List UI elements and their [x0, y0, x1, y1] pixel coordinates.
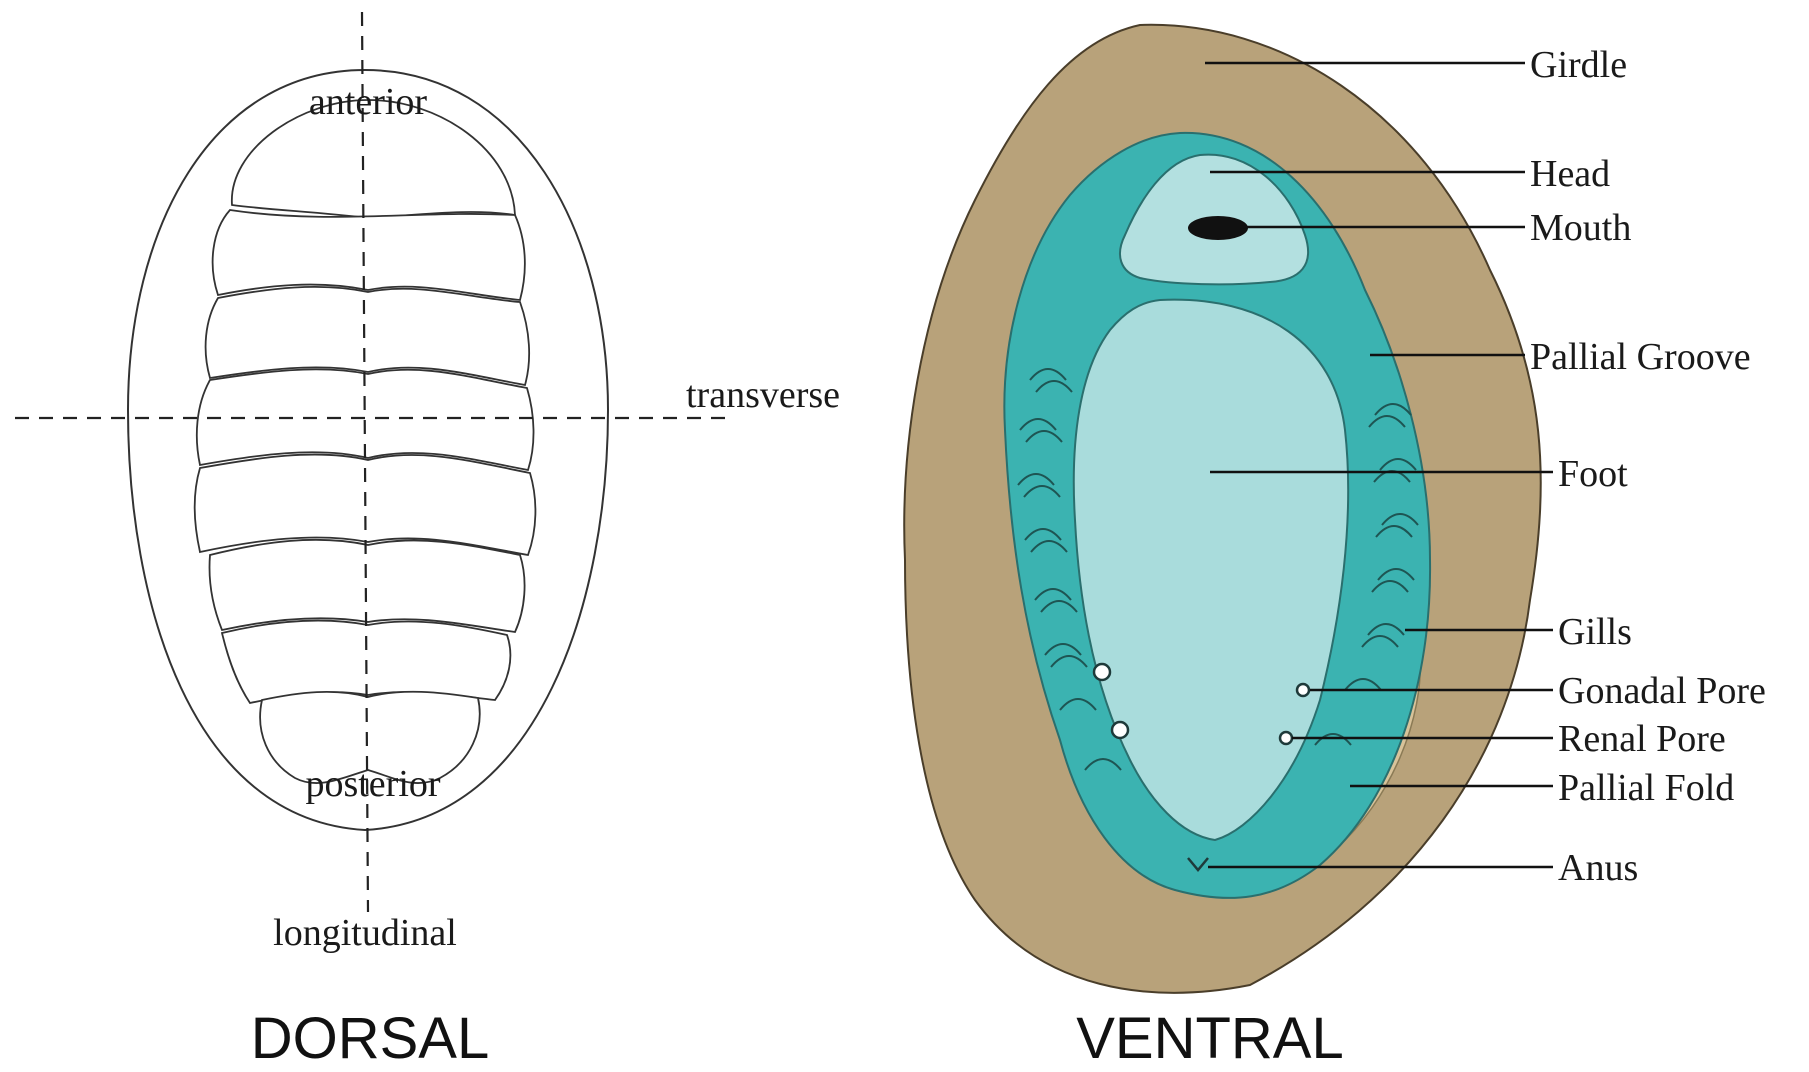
head-label: Head: [1530, 153, 1610, 195]
ventral-view: Girdle Head Mouth Pallial Groove Foot Gi…: [904, 25, 1766, 1071]
renal-pore-left: [1112, 722, 1128, 738]
dorsal-view: anterior posterior transverse longitudin…: [15, 12, 840, 1071]
renal-pore-label: Renal Pore: [1558, 718, 1726, 760]
dorsal-title: DORSAL: [251, 1006, 490, 1071]
pallial-groove-label: Pallial Groove: [1530, 336, 1751, 378]
gonadal-pore-right: [1297, 684, 1309, 696]
anus-label: Anus: [1558, 847, 1638, 889]
posterior-label: posterior: [305, 763, 440, 805]
renal-pore-right: [1280, 732, 1292, 744]
girdle-label: Girdle: [1530, 44, 1627, 86]
gills-label: Gills: [1558, 611, 1632, 653]
ventral-labels: Girdle Head Mouth Pallial Groove Foot Gi…: [1530, 44, 1766, 889]
ventral-title: VENTRAL: [1076, 1006, 1344, 1071]
longitudinal-label: longitudinal: [273, 912, 457, 954]
shell-plates: [195, 100, 536, 783]
gonadal-pore-label: Gonadal Pore: [1558, 670, 1766, 712]
anterior-label: anterior: [309, 81, 428, 123]
foot-label: Foot: [1558, 453, 1628, 495]
transverse-label: transverse: [686, 374, 840, 416]
pallial-fold-label: Pallial Fold: [1558, 767, 1734, 809]
shell-plate-3: [206, 287, 530, 385]
gonadal-pore-left: [1094, 664, 1110, 680]
shell-plate-2: [213, 210, 525, 300]
mouth-shape: [1188, 216, 1248, 240]
mouth-label: Mouth: [1530, 207, 1631, 249]
